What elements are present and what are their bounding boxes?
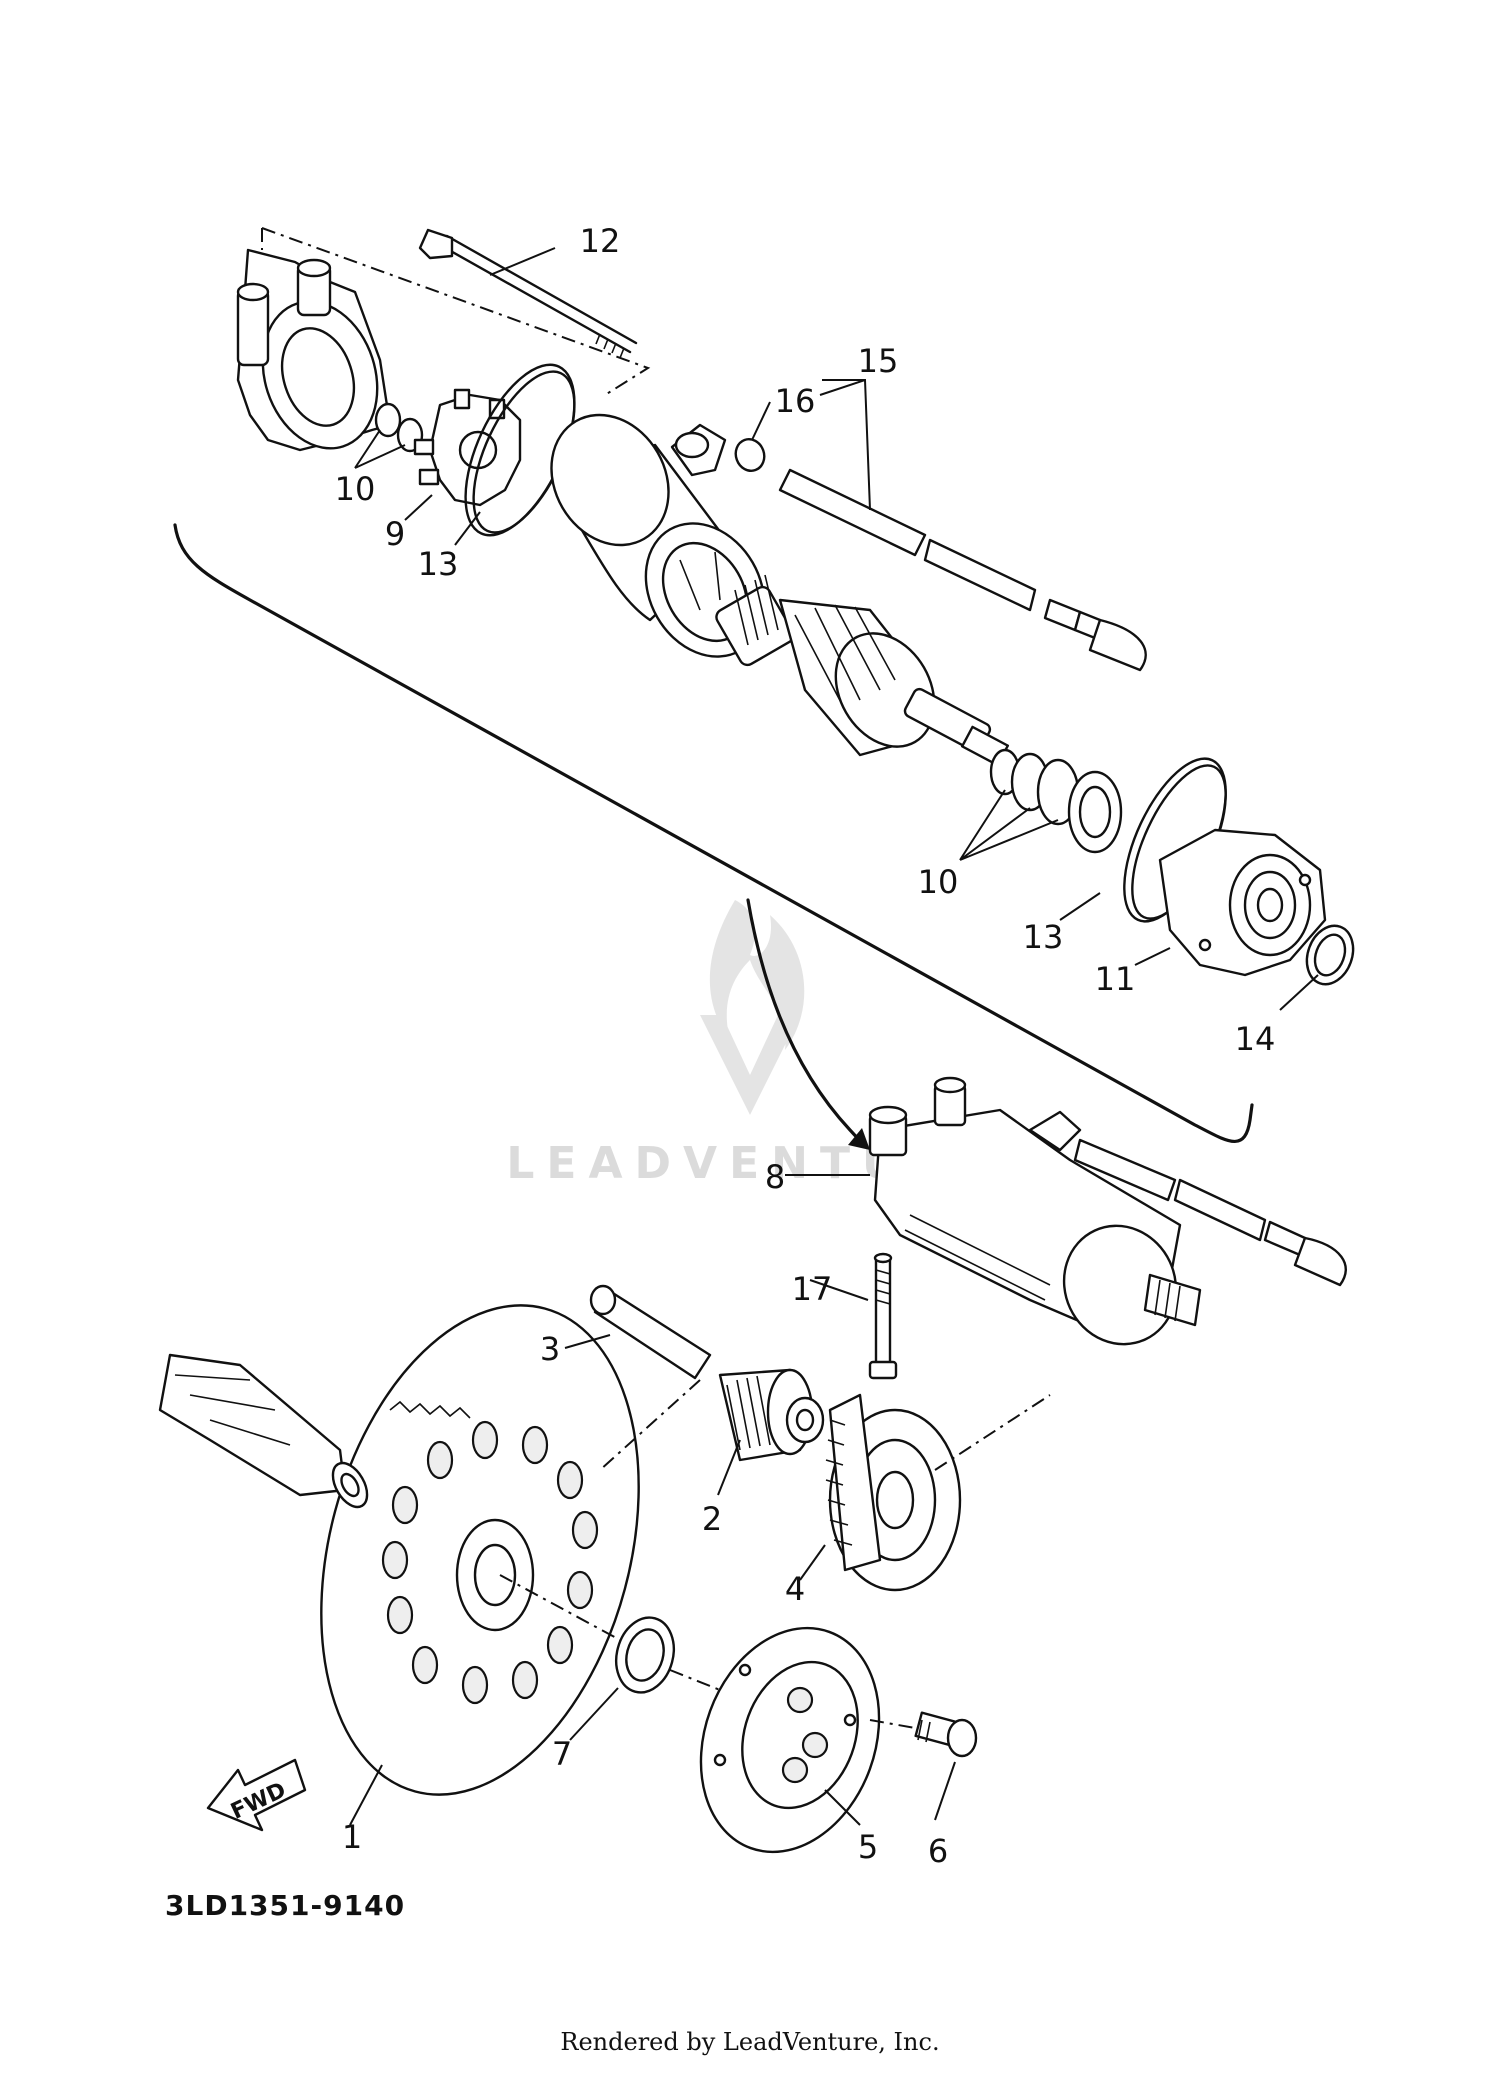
footer-credit: Rendered by LeadVenture, Inc. bbox=[560, 2028, 939, 2056]
thrust-washer-inner bbox=[625, 1628, 665, 1682]
callout-11: 11 bbox=[1095, 960, 1136, 998]
front-cover bbox=[236, 248, 392, 452]
callout-10-lower: 10 bbox=[918, 863, 959, 901]
callout-5: 5 bbox=[858, 1828, 878, 1866]
leader-10b bbox=[959, 789, 1059, 861]
cover-guide-dash bbox=[261, 227, 651, 396]
leader-7 bbox=[569, 1687, 619, 1741]
align-line-gear4 bbox=[934, 1394, 1051, 1471]
callout-14: 14 bbox=[1235, 1020, 1276, 1058]
callout-15: 15 bbox=[858, 342, 899, 380]
leader-14 bbox=[1279, 974, 1319, 1011]
washer-stack-4-inner bbox=[1078, 785, 1112, 839]
leader-13b bbox=[1059, 892, 1101, 921]
long-bolt bbox=[418, 228, 638, 359]
align-line-clutch bbox=[669, 1669, 721, 1691]
callout-16: 16 bbox=[775, 382, 816, 420]
assembly-arrow-head bbox=[848, 1128, 870, 1150]
leader-15 bbox=[819, 379, 871, 511]
callout-1: 1 bbox=[342, 1818, 362, 1856]
align-line-washer bbox=[499, 1574, 621, 1641]
callout-10-upper: 10 bbox=[335, 470, 376, 508]
leader-3 bbox=[564, 1334, 611, 1349]
idler-gear bbox=[718, 1368, 825, 1462]
callout-7: 7 bbox=[552, 1735, 572, 1773]
leader-4 bbox=[799, 1544, 826, 1581]
callout-4: 4 bbox=[785, 1570, 805, 1608]
rear-cover bbox=[1158, 828, 1327, 977]
fwd-arrow: FWD bbox=[206, 1758, 307, 1832]
callout-2: 2 bbox=[702, 1500, 722, 1538]
o-ring-small-inner bbox=[1313, 933, 1347, 977]
armature bbox=[715, 574, 1010, 767]
leader-1 bbox=[349, 1764, 383, 1826]
leader-13a bbox=[454, 511, 481, 546]
starter-wheel-gear bbox=[825, 1393, 962, 1592]
callout-6: 6 bbox=[928, 1832, 948, 1870]
align-line-gear2 bbox=[599, 1379, 701, 1471]
assembled-starter bbox=[868, 1076, 1347, 1346]
leader-10a bbox=[354, 429, 406, 469]
leader-17 bbox=[809, 1279, 869, 1301]
thrust-washer bbox=[615, 1616, 675, 1694]
terminal-lead bbox=[670, 423, 1147, 672]
leader-6 bbox=[934, 1761, 956, 1821]
assembly-arrow bbox=[746, 898, 864, 1145]
washer-stack-4 bbox=[1067, 770, 1123, 854]
callout-9: 9 bbox=[385, 515, 405, 553]
callout-8: 8 bbox=[765, 1158, 785, 1196]
watermark-flame-icon bbox=[709, 900, 805, 1050]
callout-13-upper: 13 bbox=[418, 545, 459, 583]
align-line-bolt bbox=[869, 1719, 916, 1729]
leader-11 bbox=[1134, 947, 1171, 966]
callout-12: 12 bbox=[580, 222, 621, 260]
exploded-group-bracket bbox=[173, 523, 1254, 1143]
callout-13-lower: 13 bbox=[1023, 918, 1064, 956]
diagram-code: 3LD1351-9140 bbox=[165, 1889, 405, 1922]
ring-gear bbox=[320, 1304, 640, 1796]
callout-3: 3 bbox=[540, 1330, 560, 1368]
yoke-housing bbox=[550, 413, 766, 658]
leader-16 bbox=[751, 401, 771, 441]
watermark-v-icon bbox=[700, 1015, 800, 1115]
leader-9 bbox=[404, 494, 433, 521]
clutch-bolt bbox=[914, 1711, 978, 1758]
callout-17: 17 bbox=[792, 1270, 833, 1308]
brush-holder bbox=[413, 388, 522, 507]
leader-5 bbox=[824, 1789, 861, 1826]
leader-2 bbox=[717, 1439, 741, 1496]
crankshaft bbox=[158, 1353, 369, 1509]
idler-shaft bbox=[589, 1284, 712, 1380]
leader-12 bbox=[489, 247, 556, 276]
washer-left-1 bbox=[374, 402, 402, 438]
one-way-clutch bbox=[699, 1626, 881, 1854]
mounting-bolt bbox=[868, 1252, 898, 1380]
